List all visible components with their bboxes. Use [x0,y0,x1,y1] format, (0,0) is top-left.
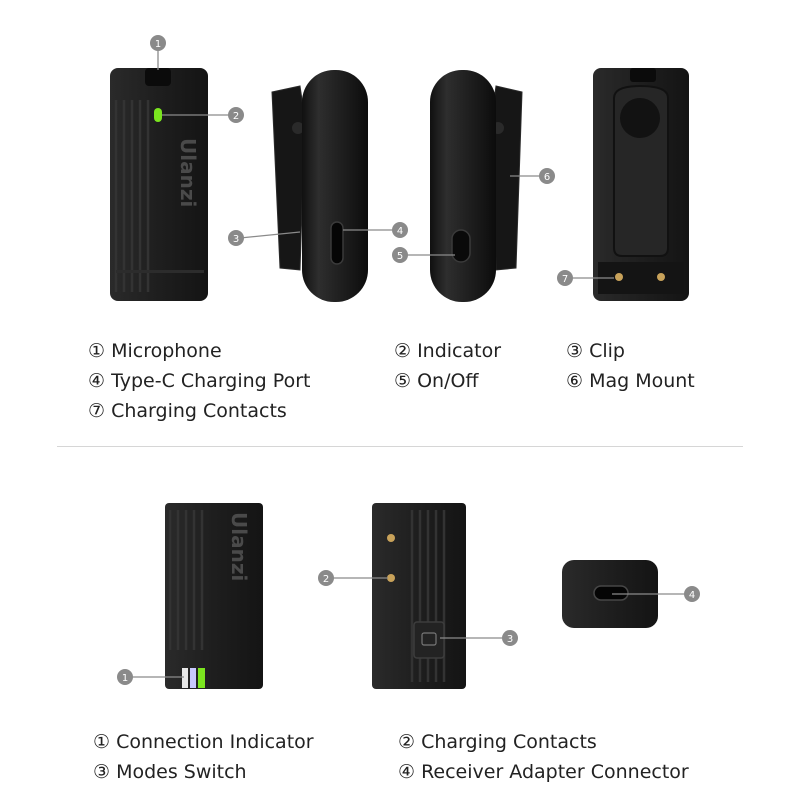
connection-led [198,668,205,688]
receiver-back-view [372,503,466,689]
receiver-legend-col-1: ① Connection Indicator ③ Modes Switch [93,727,314,787]
transmitter-legend-col-2: ② Indicator ⑤ On/Off [394,336,501,396]
contact-pin [387,534,395,542]
svg-text:2: 2 [323,574,329,585]
transmitter-legend-col-3: ③ Clip ⑥ Mag Mount [566,336,695,396]
transmitter-back-view [593,68,689,301]
legend-modes-switch: ③ Modes Switch [93,761,247,783]
typec-port [330,221,344,265]
adapter-typec-connector [593,585,629,601]
ulanzi-logo: Ulanzi [176,138,200,207]
svg-text:5: 5 [397,251,403,262]
svg-text:4: 4 [689,590,695,601]
legend-clip: ③ Clip [566,340,625,362]
legend-on-off: ⑤ On/Off [394,370,479,392]
callout-badge-3: 3 [502,630,518,646]
legend-charging-contacts: ⑦ Charging Contacts [88,400,287,422]
transmitter-legend-col-1: ① Microphone ④ Type-C Charging Port ⑦ Ch… [88,336,310,426]
callout-badge-4: 4 [684,586,700,602]
transmitter-callouts: 1 2 3 4 5 6 7 [150,35,573,286]
contact-pin [615,273,623,281]
svg-text:7: 7 [562,274,568,285]
callout-badge-1: 1 [117,669,133,685]
callout-badge-4: 4 [392,222,408,238]
legend-microphone: ① Microphone [88,340,222,362]
legend-typec-port: ④ Type-C Charging Port [88,370,311,392]
contact-pin [387,574,395,582]
transmitter-side-view: Ulanzi [110,68,208,301]
ulanzi-logo: Ulanzi [227,512,251,581]
receiver-adapter [562,560,658,628]
svg-text:3: 3 [233,234,239,245]
callout-badge-3: 3 [228,230,244,246]
svg-text:1: 1 [122,673,128,684]
legend-indicator: ② Indicator [394,340,502,362]
modes-switch [413,621,445,659]
receiver-legend-col-2: ② Charging Contacts ④ Receiver Adapter C… [398,727,689,787]
svg-text:6: 6 [544,172,550,183]
power-button [451,229,471,263]
callout-badge-2: 2 [318,570,334,586]
callout-badge-7: 7 [557,270,573,286]
receiver-callouts: 1 2 3 4 [117,570,700,685]
svg-text:2: 2 [233,111,239,122]
callout-badge-2: 2 [228,107,244,123]
microphone-grille [145,68,171,86]
indicator-light [154,108,162,122]
receiver-side-view: Ulanzi [165,503,263,689]
section-divider [57,446,743,447]
legend-receiver-charging-contacts: ② Charging Contacts [398,731,597,753]
contact-pin [657,273,665,281]
callout-badge-6: 6 [539,168,555,184]
transmitter-front-view-button [430,70,523,302]
transmitter-front-view-typec [271,70,368,302]
callout-badge-5: 5 [392,247,408,263]
callout-lines [127,45,690,678]
svg-text:1: 1 [155,39,161,50]
svg-text:4: 4 [397,226,403,237]
callout-badge-1: 1 [150,35,166,51]
svg-text:3: 3 [507,634,513,645]
legend-connection-indicator: ① Connection Indicator [93,731,314,753]
legend-adapter-connector: ④ Receiver Adapter Connector [398,761,689,783]
legend-mag-mount: ⑥ Mag Mount [566,370,695,392]
